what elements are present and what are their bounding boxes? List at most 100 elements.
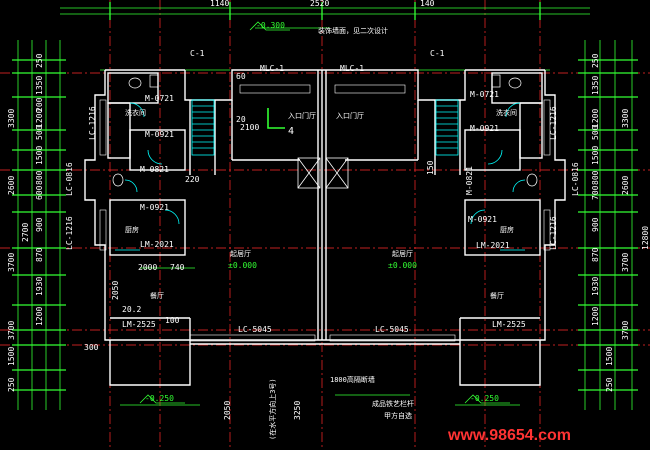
mlc1-label-right: MLC-1 (340, 64, 364, 73)
right-dim-16: 250 (605, 377, 614, 392)
left-dim-10: 900 (35, 217, 44, 232)
dim-150: 150 (426, 160, 435, 175)
right-dim-10: 3700 (621, 253, 630, 272)
watermark-text: www.98654.com (447, 427, 571, 444)
elev-markers (120, 21, 520, 406)
living-elev-left: ±0.000 (228, 261, 257, 270)
right-dim-15: 1500 (605, 347, 614, 366)
wash-left: 洗衣间 (125, 108, 146, 117)
lc1216-right-2: LC-1216 (549, 216, 558, 250)
left-dim-13: 2700 (21, 223, 30, 242)
elev-top-label: -0.300 (256, 21, 285, 30)
lc1216-left: LC-1216 (88, 106, 97, 140)
right-dim-7: 800 (591, 170, 600, 185)
note-top-label: 装饰墙面，见二次设计 (318, 26, 388, 35)
right-dim-8: 700 (591, 185, 600, 200)
left-dim-7: 2600 (7, 176, 16, 195)
note-cont: (在水平方向上3号) (268, 378, 277, 440)
m0921-right-2: M-0921 (468, 215, 497, 224)
entry-right: 入口门厅 (336, 111, 364, 120)
entry-left: 入口门厅 (288, 111, 316, 120)
m0921-left: M-0921 (145, 130, 174, 139)
left-dim-17: 1500 (7, 347, 16, 366)
right-dim-12: 1930 (591, 277, 600, 296)
m0921-right: M-0921 (470, 124, 499, 133)
left-dim-4: 1200 (35, 109, 44, 128)
c1-label-right: C-1 (430, 49, 445, 58)
note-wall: 1800高隔断墙 (330, 375, 375, 384)
left-dim-2: 3300 (7, 109, 16, 128)
top-dim-texts: 1140 2520 140 (210, 0, 435, 8)
elev-bottom-left: -0.250 (145, 394, 174, 403)
left-dim-15: 1200 (35, 307, 44, 326)
entry-arrow (267, 108, 285, 129)
dim-2050-bottom: 2050 (223, 401, 232, 420)
elev-bottom-right: -0.250 (470, 394, 499, 403)
right-dim-17: 12800 (641, 226, 650, 250)
kitchen-right: 厨房 (500, 225, 514, 234)
right-dim-6: 2600 (621, 176, 630, 195)
lc0816-left: LC-0816 (65, 162, 74, 196)
note-rail: 成品铁艺栏杆 (372, 399, 414, 408)
right-dim-14: 3700 (621, 321, 630, 340)
right-dim-13: 1200 (591, 307, 600, 326)
walls (84, 69, 566, 386)
lc1216-left-2: LC-1216 (65, 216, 74, 250)
lc5045-left: LC-5045 (238, 325, 272, 334)
left-dim-3: 200 (35, 97, 44, 112)
lm2021-right: LM-2021 (476, 241, 510, 250)
dim-220: 220 (185, 175, 200, 184)
dim-100: 100 (165, 316, 180, 325)
door-swings (115, 102, 526, 251)
mlc1-label-left: MLC-1 (260, 64, 284, 73)
lc0816-right: LC-0816 (571, 162, 580, 196)
left-dim-14: 1930 (35, 277, 44, 296)
dim-2050: 2050 (111, 281, 120, 300)
left-dim-9: 600 (35, 185, 44, 200)
right-dim-2: 3300 (621, 109, 630, 128)
dimension-lines (12, 2, 638, 410)
stair-left (191, 99, 215, 156)
right-dim-1: 1350 (591, 76, 600, 95)
lc5045-right: LC-5045 (375, 325, 409, 334)
right-dim-11: 870 (591, 247, 600, 262)
right-dim-3: 1200 (591, 109, 600, 128)
fixtures (112, 74, 538, 187)
living-left: 起居厅 (230, 250, 251, 258)
living-right: 起居厅 (392, 250, 413, 258)
stair-right (435, 99, 459, 156)
left-dim-16: 3700 (7, 321, 16, 340)
m0921-left-2: M-0921 (140, 203, 169, 212)
dim-20: 20 (236, 115, 246, 124)
left-dim-5: 500 (35, 125, 44, 140)
dim-3250: 3250 (293, 401, 302, 420)
left-dim-18: 250 (7, 377, 16, 392)
lm2021-left: LM-2021 (140, 240, 174, 249)
lc1216-right: LC-1216 (549, 106, 558, 140)
top-dim-2: 140 (420, 0, 435, 8)
left-dim-12: 870 (35, 247, 44, 262)
windows (99, 84, 551, 342)
m0721-right: M-0721 (470, 90, 499, 99)
shaft-boxes (297, 157, 349, 189)
left-dim-6: 1500 (35, 146, 44, 165)
wash-right: 洗衣间 (496, 108, 517, 117)
dim-2100: 2100 (240, 123, 259, 132)
m0721-left: M-0721 (145, 94, 174, 103)
lm2525-right: LM-2525 (492, 320, 526, 329)
m0821-left: M-0821 (140, 165, 169, 174)
dim-300: 300 (84, 343, 99, 352)
top-dim-0: 1140 (210, 0, 229, 8)
dim-2000: 2000 (138, 263, 157, 272)
kitchen-left: 厨房 (125, 225, 139, 234)
dim-4: 4 (288, 126, 294, 137)
left-dim-8: 800 (35, 170, 44, 185)
dim-20-2: 20.2 (122, 305, 141, 314)
right-dim-5: 1500 (591, 146, 600, 165)
right-dim-9: 900 (591, 217, 600, 232)
left-dim-texts: 250 1350 3300 200 1200 500 1500 2600 800… (7, 53, 44, 392)
right-dim-4: 500 (591, 125, 600, 140)
living-elev-right: ±0.000 (388, 261, 417, 270)
